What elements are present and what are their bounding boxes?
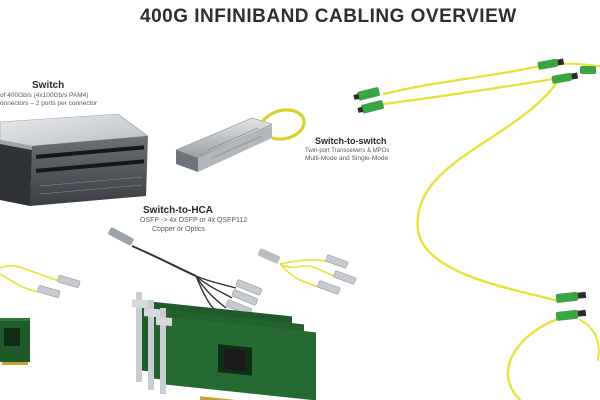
switch-heading: Switch — [32, 80, 65, 91]
page-title: 400G INFINIBAND CABLING OVERVIEW — [140, 6, 517, 27]
left-hca-card — [0, 318, 30, 365]
mpo-connectors — [353, 58, 596, 321]
switch-to-switch-line2: Multi-Mode and Single-Mode — [305, 155, 389, 162]
switch-to-switch-heading: Switch-to-switch — [315, 136, 387, 146]
switch-to-hca-line1: OSFP -> 4x OSFP or 4x QSFP112 — [140, 217, 248, 224]
osfp-transceiver — [175, 108, 306, 172]
switch-description-line1: of 400Gb/s (4x100Gb/s PAM4) — [0, 92, 89, 99]
switch-to-hca-heading: Switch-to-HCA — [143, 205, 213, 216]
hca-card-stack — [132, 292, 316, 400]
left-optical-breakout — [0, 265, 81, 298]
switch-chassis — [0, 113, 149, 206]
switch-description-line2: onnectors – 2 ports per connector — [0, 100, 98, 107]
switch-to-switch-line1: Twin-port Transceivers & MPOs — [305, 148, 390, 154]
fiber-cables — [382, 62, 600, 400]
switch-to-hca-line2: Copper or Optics — [152, 226, 205, 233]
optical-breakout — [257, 248, 357, 295]
